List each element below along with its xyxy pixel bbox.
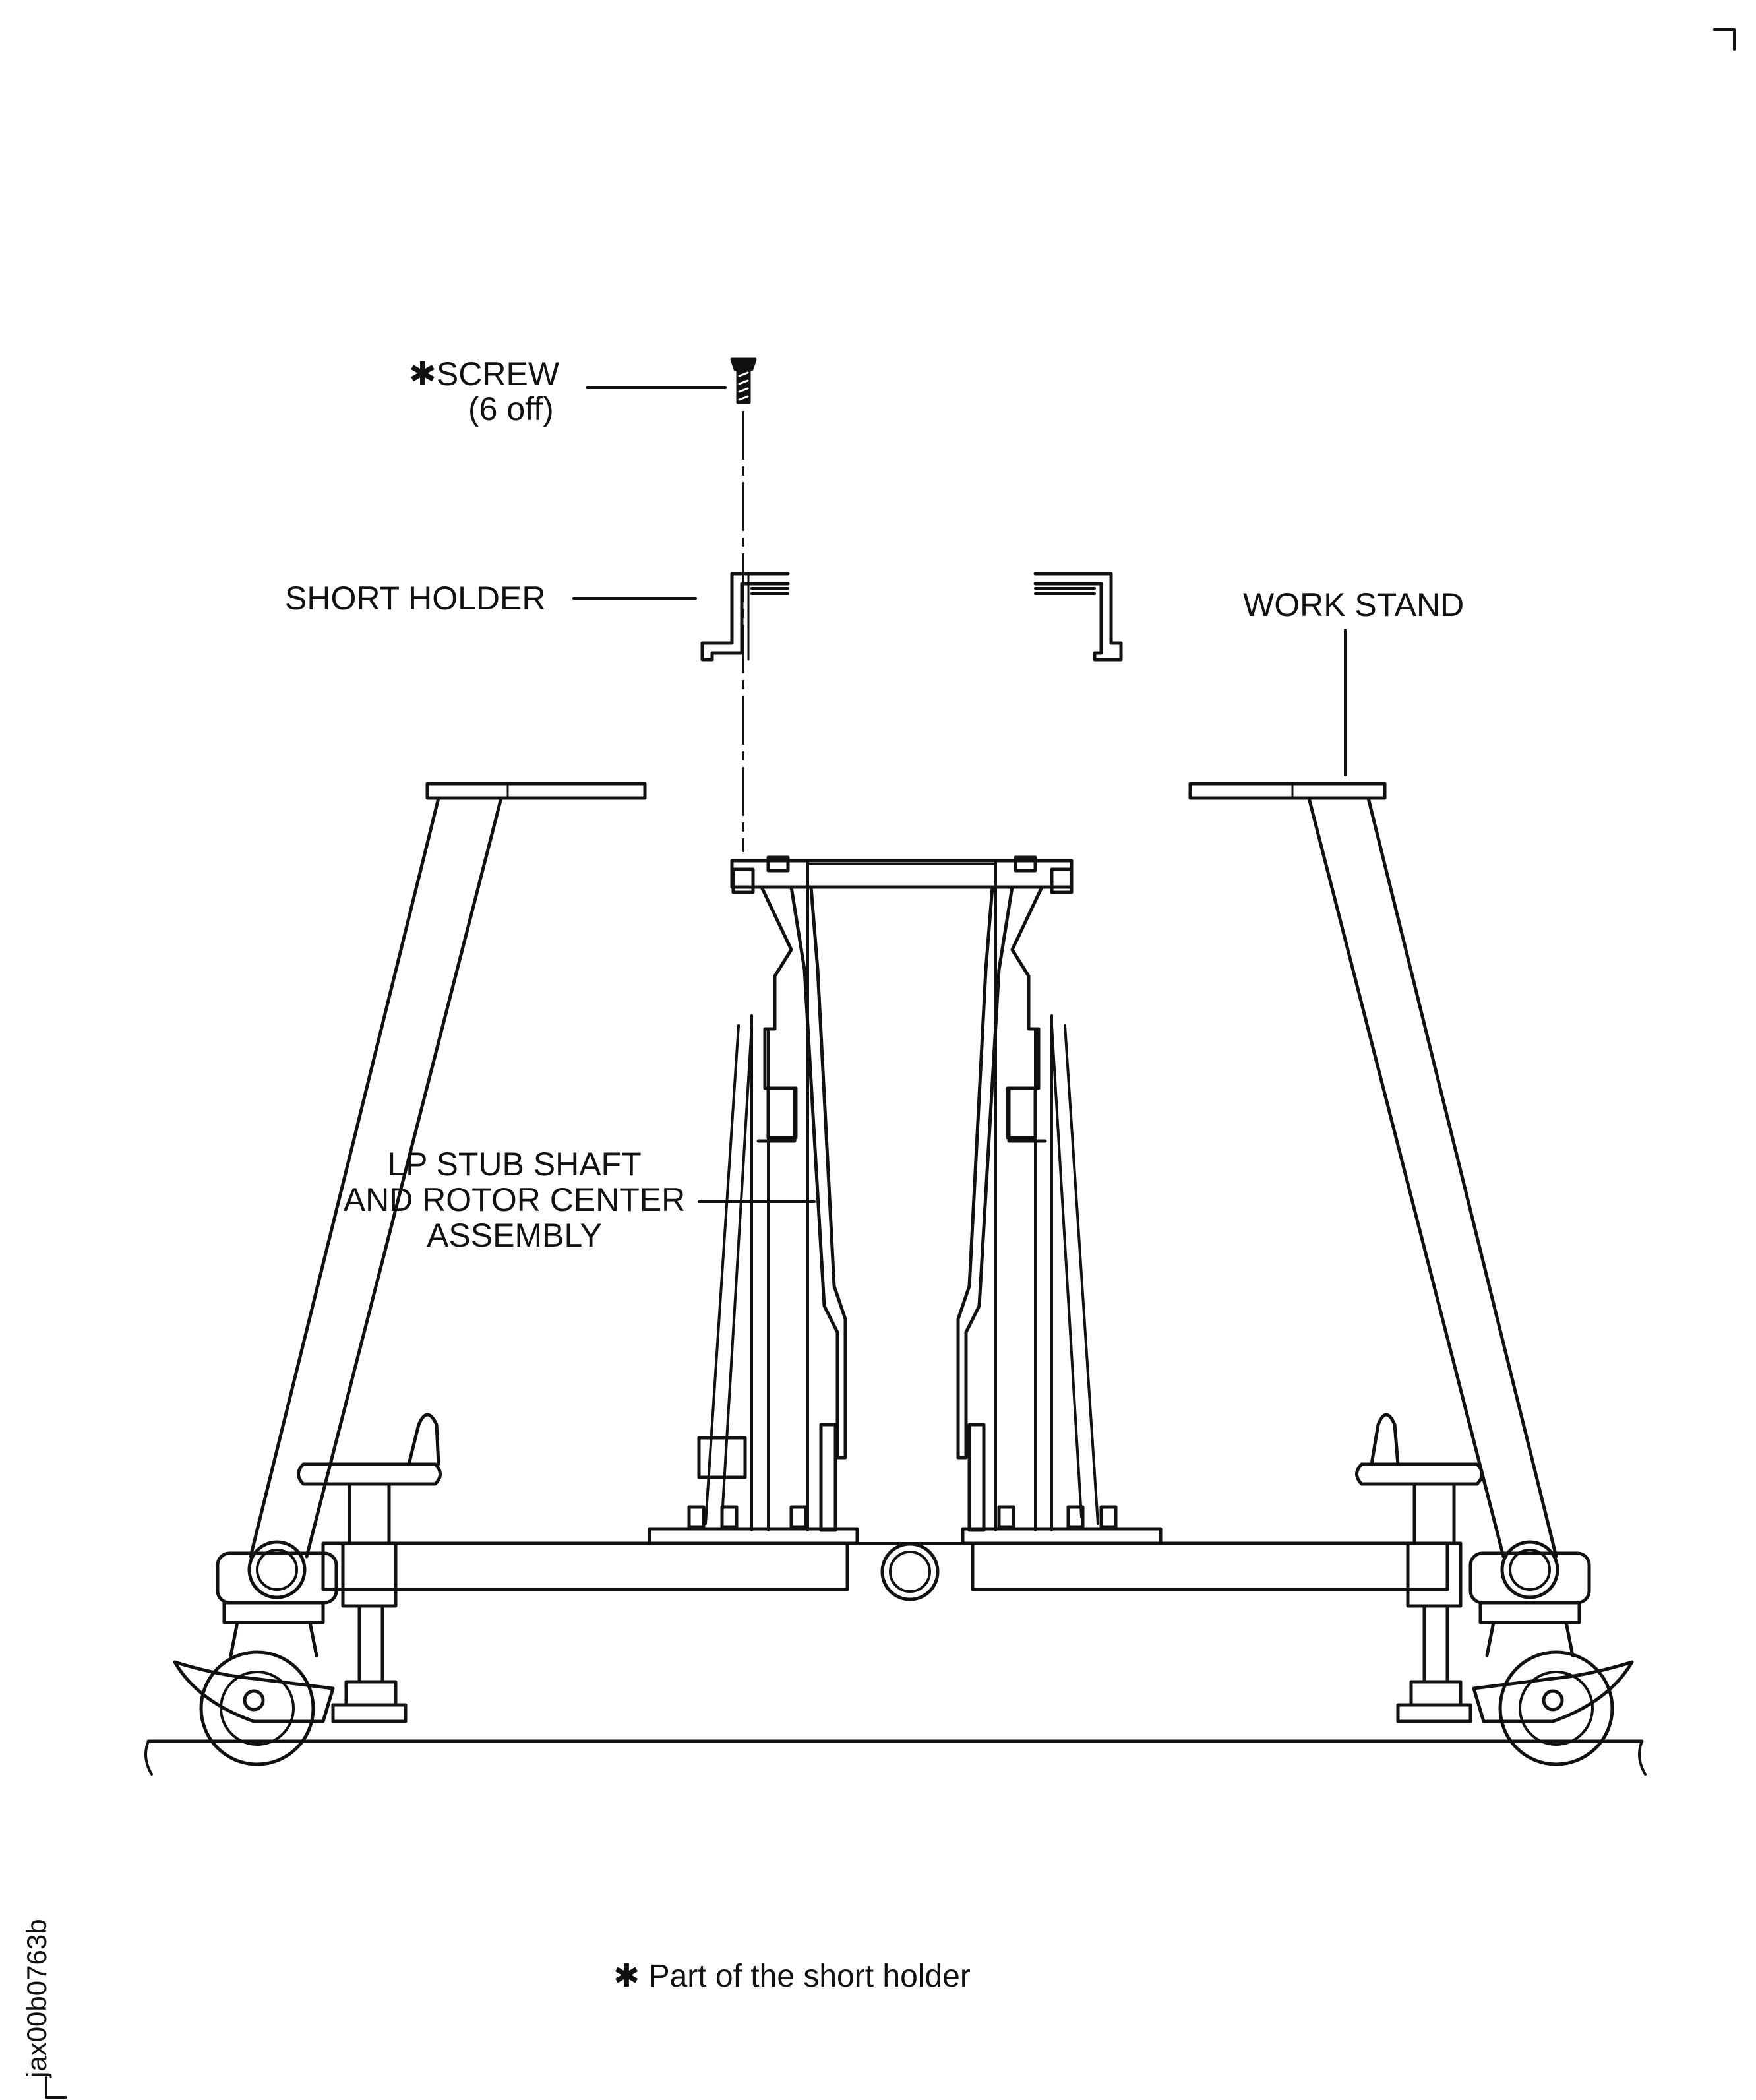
lp-stub-label: LP STUB SHAFT AND ROTOR CENTER ASSEMBLY [330,1146,699,1253]
footnote-text: Part of the short holder [648,1959,971,1994]
screw-part [730,357,757,404]
asterisk-icon: ✱ [613,1959,640,1994]
work-stand-label: WORK STAND [1243,586,1465,623]
short-holder-label: SHORT HOLDER [285,580,546,617]
crop-mark-top-right [1713,28,1736,51]
footnote: ✱ Part of the short holder [613,1958,971,1994]
asterisk-icon: ✱ [409,355,437,392]
leveling-jack-right [1355,1413,1484,1723]
caster-left [173,1540,338,1766]
work-stand-top-right [1188,782,1387,800]
lp-stub-shaft-assembly [687,855,1118,1532]
floor-break-right [1638,1740,1647,1776]
short-holder-left [700,572,790,662]
lp-stub-label-line-1: LP STUB SHAFT [387,1146,642,1183]
figure-id: jax00b0763b [21,1919,52,2078]
work-stand-leg-left [249,796,503,1559]
screw-label: ✱SCREW [409,356,559,392]
short-holder-right [1033,572,1123,662]
floor-break-left [144,1740,153,1776]
work-stand-leg-right [1307,796,1558,1559]
caster-right [1468,1540,1634,1766]
lp-stub-label-line-2: AND ROTOR CENTER [343,1181,686,1218]
leveling-jack-left [297,1413,442,1723]
lp-stub-label-line-3: ASSEMBLY [427,1217,602,1254]
screw-qty-label: (6 off) [468,390,554,427]
work-stand-top-left [425,782,647,800]
crop-mark-bottom-left [45,2076,67,2099]
base-frame [321,1527,1449,1601]
screw-label-text: SCREW [436,355,560,392]
